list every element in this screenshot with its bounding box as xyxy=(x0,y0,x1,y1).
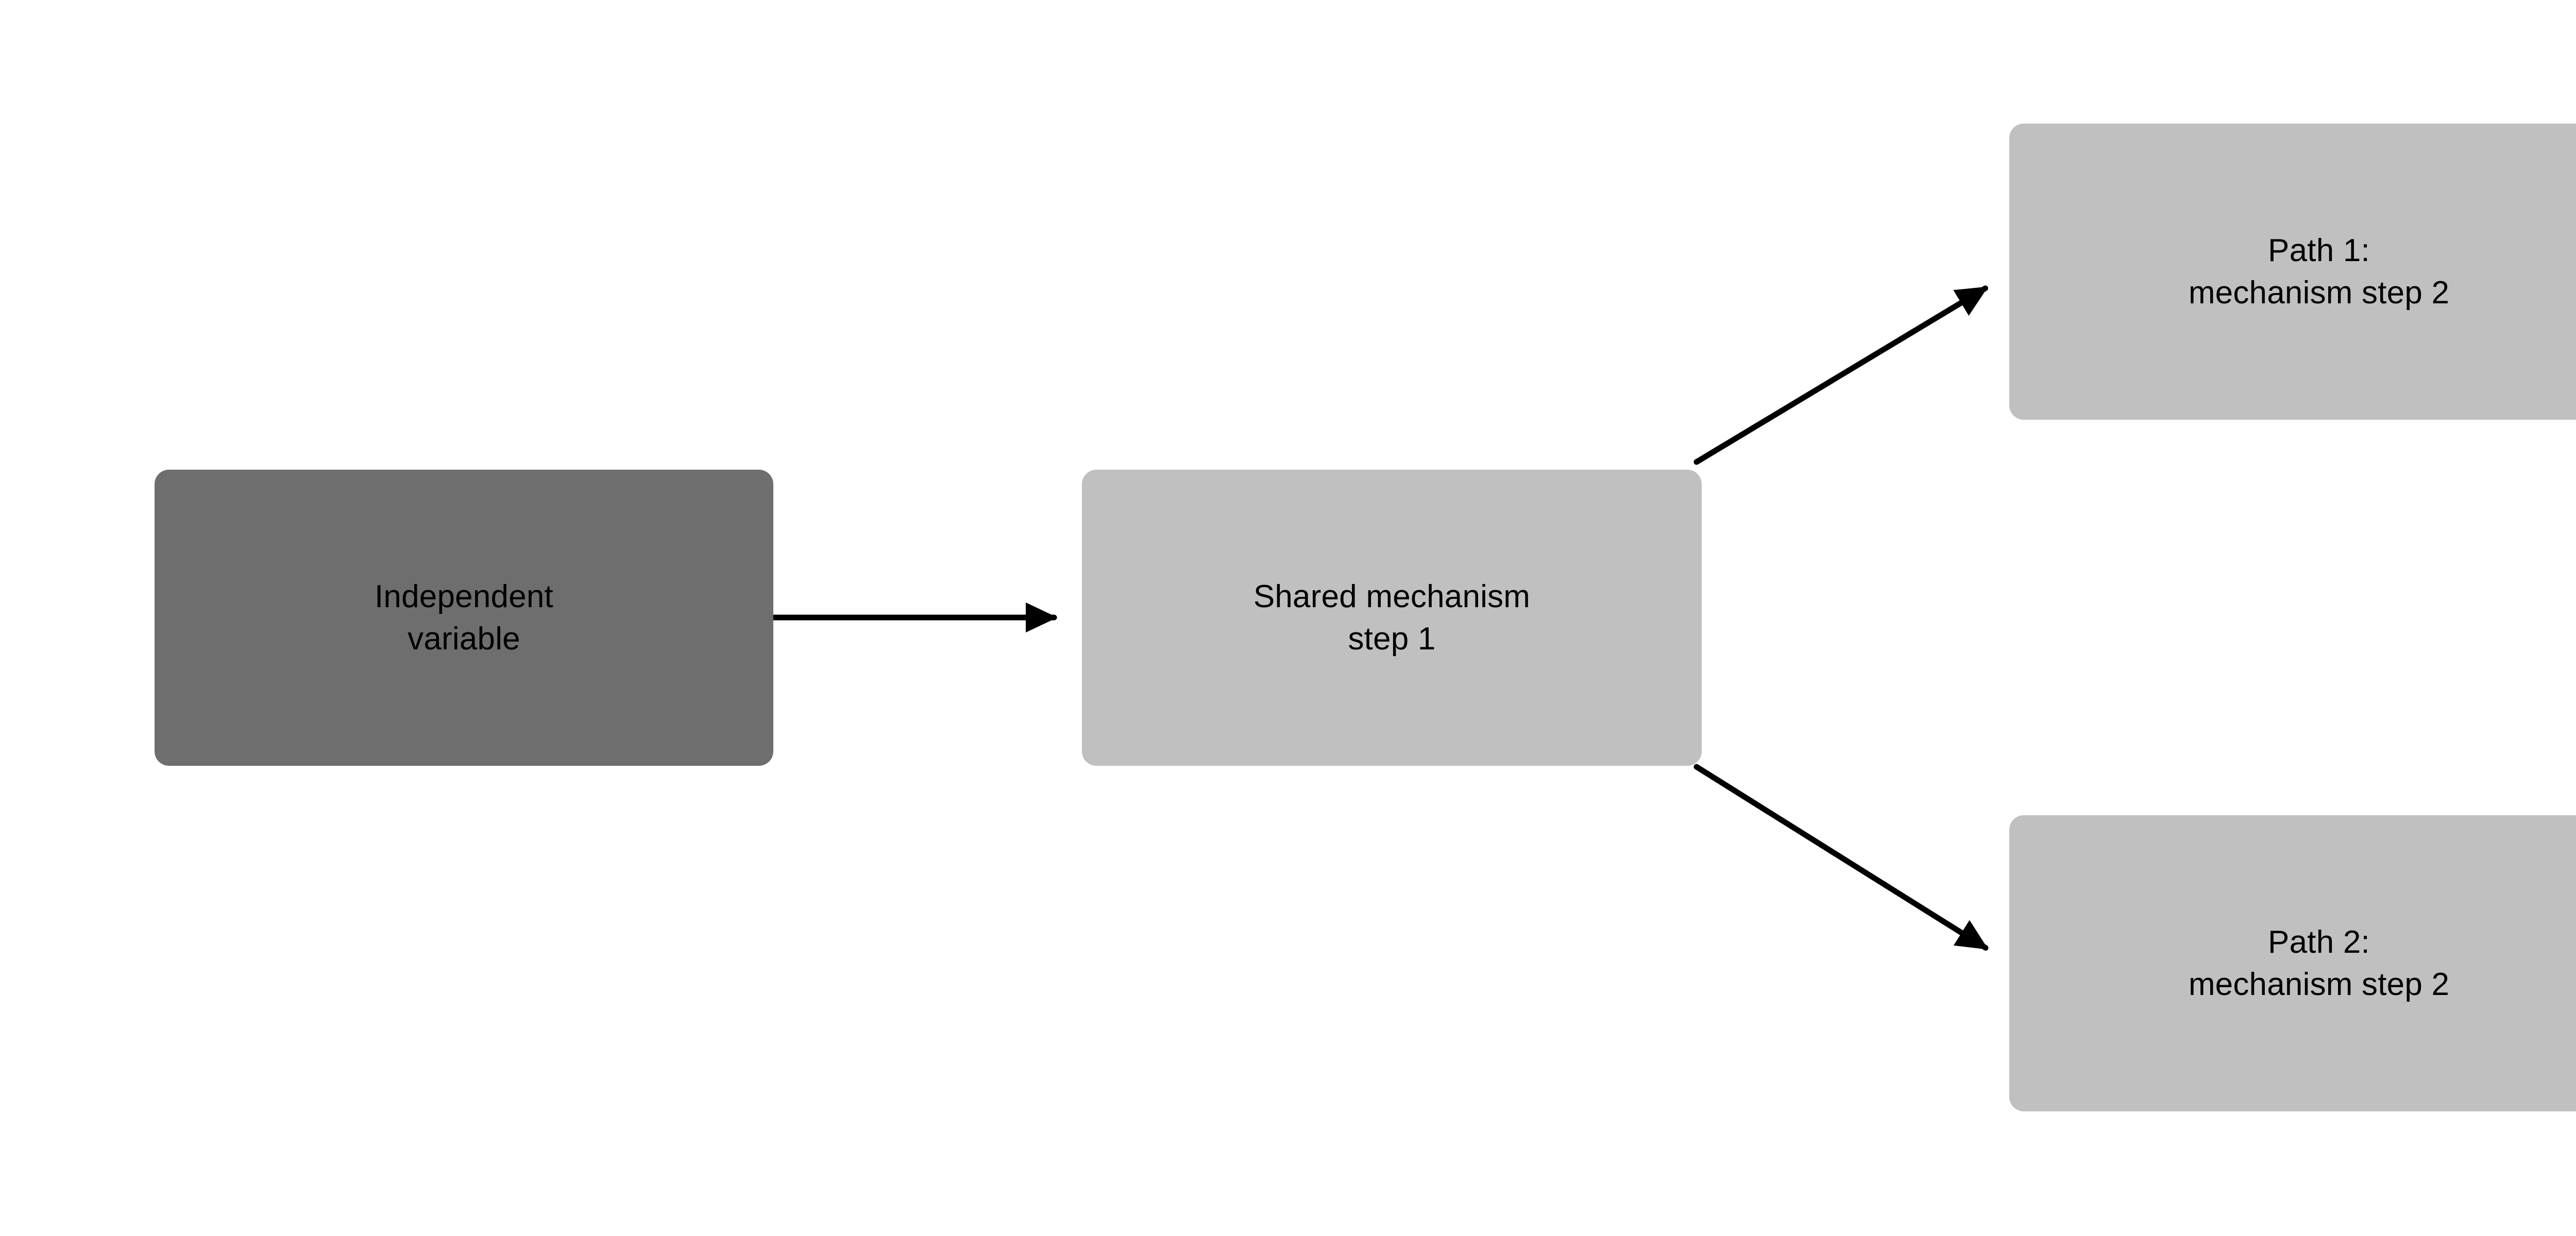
edge-shared-to-path2 xyxy=(1693,764,1989,951)
node-path-1-mechanism-step-2[interactable]: Path 1: mechanism step 2 xyxy=(2009,124,2576,420)
edge-shared-to-path1 xyxy=(1693,285,1989,465)
node-shared-mechanism-step-1[interactable]: Shared mechanism step 1 xyxy=(1082,470,1702,766)
node-path-2-mechanism-step-2[interactable]: Path 2: mechanism step 2 xyxy=(2009,815,2576,1111)
node-independent-variable[interactable]: Independent variable xyxy=(155,470,773,766)
